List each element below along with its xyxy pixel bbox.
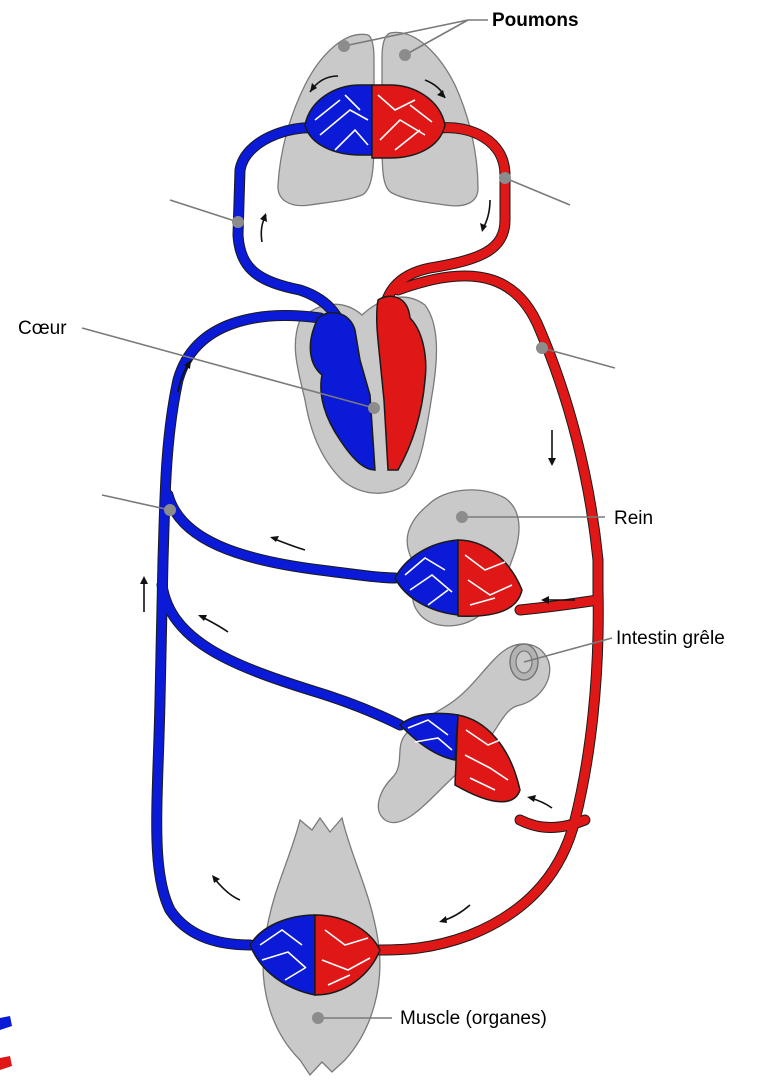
flow-arrow (527, 795, 552, 808)
flow-arrow (198, 615, 228, 632)
label-kidney: Rein (614, 508, 653, 529)
lung-capillaries (305, 85, 445, 158)
legend-swatches (0, 1016, 12, 1070)
flow-arrow (270, 536, 305, 550)
label-muscle: Muscle (organes) (400, 1008, 547, 1029)
flow-arrow (439, 905, 470, 923)
flow-arrow (480, 200, 490, 232)
renal-vein (168, 495, 395, 578)
label-small-intestine: Intestin grêle (616, 628, 725, 649)
legend-swatch-red (0, 1056, 12, 1070)
label-heart: Cœur (18, 318, 67, 339)
flow-arrow (212, 875, 240, 900)
renal-artery (520, 600, 598, 610)
flow-arrow (140, 576, 148, 612)
legend-swatch-blue (0, 1016, 12, 1030)
flow-arrow (260, 213, 267, 242)
flow-arrow (548, 430, 556, 466)
label-lungs: Poumons (492, 10, 579, 31)
intestinal-artery (520, 820, 585, 828)
